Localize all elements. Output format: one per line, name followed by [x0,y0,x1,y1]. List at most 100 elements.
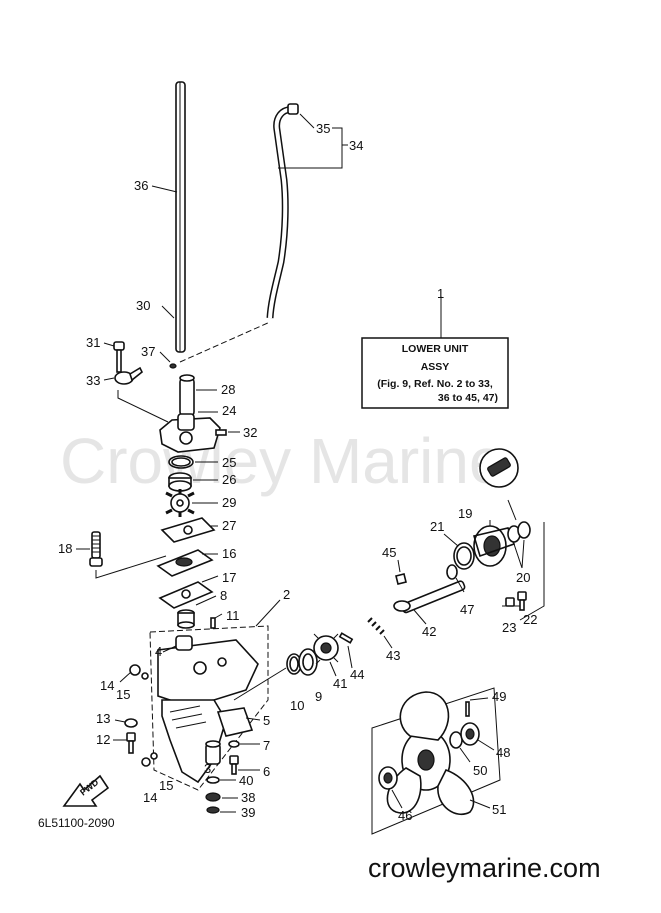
impeller-29 [165,489,195,517]
insert-cartridge-26 [168,472,192,492]
callout-2: 2 [283,587,290,602]
callout-21: 21 [430,519,444,534]
callout-3: 3 [204,761,211,776]
callout-14-upper: 14 [100,678,114,693]
callout-31: 31 [86,335,100,350]
o-ring-25 [168,455,194,469]
bolt-14-upper [129,664,141,676]
pin-32 [215,429,227,436]
washer-15-lower [150,752,158,760]
bolt-31 [113,341,125,373]
seal-8 [177,609,195,629]
callout-39: 39 [241,805,255,820]
callout-51: 51 [492,802,506,817]
drive-shaft [175,81,186,353]
watermark-text: Crowley Marine [60,425,505,497]
pin-37 [169,363,177,369]
assembly-note-line1: (Fig. 9, Ref. No. 2 to 33, [377,378,493,390]
callout-8: 8 [220,588,227,603]
callout-11: 11 [226,608,240,623]
assembly-title: LOWER UNIT [402,343,469,355]
callout-12: 12 [96,732,110,747]
sleeve-4 [175,635,193,651]
callout-50: 50 [473,763,487,778]
callout-10: 10 [290,698,304,713]
callout-16: 16 [222,546,236,561]
callout-20: 20 [516,570,530,585]
callout-6: 6 [263,764,270,779]
callout-41: 41 [333,676,347,691]
spring-43 [367,617,385,635]
spacer-50 [449,731,463,749]
callout-44: 44 [350,667,364,682]
callout-27: 27 [222,518,236,533]
callout-15-upper: 15 [116,687,130,702]
callout-46: 46 [398,808,412,823]
callout-24: 24 [222,403,236,418]
pump-housing-24 [159,413,221,453]
callout-45: 45 [382,545,396,560]
callout-43: 43 [386,648,400,663]
callout-33: 33 [86,373,100,388]
callout-25: 25 [222,455,236,470]
callout-14-lower: 14 [143,790,157,805]
gasket-17 [158,581,214,609]
callout-36: 36 [134,178,148,193]
washer-13 [124,718,138,728]
callout-22: 22 [523,612,537,627]
callout-37: 37 [141,344,155,359]
callout-34: 34 [349,138,363,153]
anode-3 [205,740,221,765]
bolt-18 [89,531,103,567]
propeller-51 [386,691,475,815]
callout-47: 47 [460,602,474,617]
callout-30: 30 [136,298,150,313]
callout-1: 1 [437,286,444,301]
callout-35: 35 [316,121,330,136]
assembly-note-line2: 36 to 45, 47) [438,392,498,404]
washer-7 [228,740,240,748]
callout-19: 19 [458,506,472,521]
plate-5 [216,707,254,737]
grommet-33 [114,366,144,385]
assembly-subtitle: ASSY [421,361,450,373]
bearing-9 [298,648,318,676]
forward-gear-41 [313,633,339,665]
callout-9: 9 [315,689,322,704]
bushings-20 [507,521,531,543]
callout-32: 32 [243,425,257,440]
callout-48: 48 [496,745,510,760]
callout-42: 42 [422,624,436,639]
nut-48 [460,722,480,746]
callout-18: 18 [58,541,72,556]
clip-45 [395,573,407,585]
sleeve-28 [179,374,195,417]
diagram-code: 6L51100-2090 [38,816,115,830]
assembly-box [361,337,509,409]
nut-38 [205,792,221,802]
washer-39 [206,806,220,814]
washer-15-upper [141,672,149,680]
outer-plate-16 [156,549,214,577]
bolt-14-lower [141,757,151,767]
shift-rod [266,103,299,319]
callout-28: 28 [221,382,235,397]
callout-7: 7 [263,738,270,753]
thrust-washer-46 [378,766,398,790]
pin-11 [210,617,216,629]
o-ring-21 [453,542,475,570]
callout-29: 29 [222,495,236,510]
sealant-tube-icon [479,448,519,488]
callout-40: 40 [239,773,253,788]
callout-15-lower: 15 [159,778,173,793]
callout-26: 26 [222,472,236,487]
bolt-22 [517,591,527,611]
callout-13: 13 [96,711,110,726]
footer-url[interactable]: crowleymarine.com [368,853,601,883]
callout-23: 23 [502,620,516,635]
callout-49: 49 [492,689,506,704]
bolt-23 [505,597,515,607]
cotter-pin-49 [465,701,470,717]
callout-17: 17 [222,570,236,585]
pin-44 [338,632,354,644]
